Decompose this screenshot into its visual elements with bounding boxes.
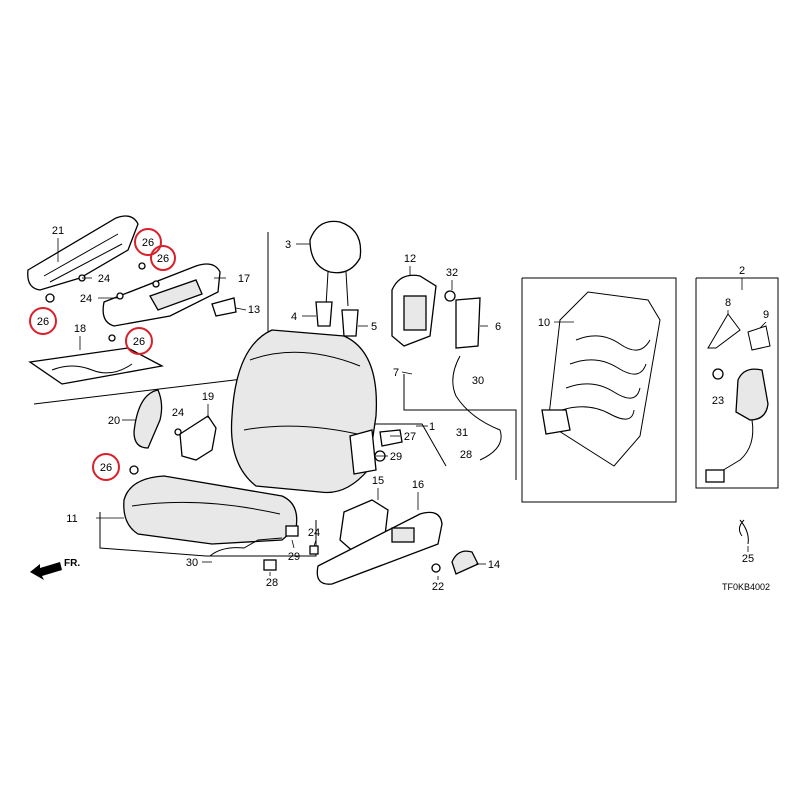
part-label[interactable]: 10 — [538, 317, 550, 329]
part-label[interactable]: 1 — [429, 421, 435, 433]
highlight-ring — [29, 307, 57, 335]
part-screw-22 — [431, 563, 441, 573]
border-cushion-group — [99, 512, 317, 557]
part-label[interactable]: 26 — [37, 316, 49, 328]
part-label[interactable]: 3 — [285, 239, 291, 251]
part-seat-frame — [541, 291, 661, 467]
part-label[interactable]: 4 — [291, 311, 297, 323]
part-bracket-19 — [179, 415, 217, 461]
part-label[interactable]: 14 — [488, 559, 500, 571]
border-back-group — [372, 423, 447, 467]
part-label[interactable]: 24 — [80, 293, 92, 305]
part-label[interactable]: 19 — [202, 391, 214, 403]
part-label[interactable]: 23 — [712, 395, 724, 407]
border-frame-group — [521, 277, 677, 503]
part-label[interactable]: 29 — [288, 551, 300, 563]
part-labels: 21 26 26 24 24 17 13 26 18 26 20 24 19 2… — [37, 225, 769, 593]
part-side-bolster — [391, 274, 437, 347]
part-label[interactable]: 22 — [432, 581, 444, 593]
part-label[interactable]: 5 — [371, 321, 377, 333]
part-label[interactable]: 27 — [404, 431, 416, 443]
part-label[interactable]: 30 — [472, 375, 484, 387]
part-label[interactable]: 28 — [266, 577, 278, 589]
part-label[interactable]: 18 — [74, 323, 86, 335]
border-harness-group — [403, 374, 517, 480]
part-label[interactable]: 30 — [186, 557, 198, 569]
highlight-ring — [125, 327, 153, 355]
part-label[interactable]: 6 — [495, 321, 501, 333]
part-label[interactable]: 25 — [742, 553, 754, 565]
part-label[interactable]: 17 — [238, 273, 250, 285]
part-side-airbag — [705, 368, 769, 483]
part-label[interactable]: 8 — [725, 297, 731, 309]
part-label[interactable]: 7 — [393, 367, 399, 379]
part-label[interactable]: 31 — [456, 427, 468, 439]
part-label[interactable]: 32 — [446, 267, 458, 279]
part-knob — [211, 297, 237, 317]
part-label[interactable]: 26 — [133, 336, 145, 348]
part-label[interactable]: 15 — [372, 475, 384, 487]
part-armrest-cover — [27, 215, 139, 291]
leader-lines — [57, 238, 767, 580]
part-headrest — [309, 220, 362, 307]
part-seat-back — [230, 329, 378, 494]
part-label[interactable]: 12 — [404, 253, 416, 265]
part-label[interactable]: 29 — [390, 451, 402, 463]
part-label[interactable]: 24 — [98, 273, 110, 285]
part-label[interactable]: 11 — [66, 513, 77, 525]
part-side-trim — [102, 263, 221, 327]
part-clip-25 — [738, 519, 749, 545]
part-label[interactable]: 26 — [157, 253, 169, 265]
part-label[interactable]: 21 — [52, 225, 64, 237]
part-label[interactable]: 20 — [108, 415, 120, 427]
part-label[interactable]: 26 — [142, 237, 154, 249]
highlight-rings — [29, 228, 176, 481]
diagram-ref-code: TF0KB4002 — [722, 582, 770, 592]
border-side-airbag-group — [695, 277, 779, 489]
part-label[interactable]: 28 — [460, 449, 472, 461]
part-label[interactable]: 24 — [172, 407, 184, 419]
part-seat-cushion — [123, 475, 298, 545]
part-label[interactable]: 16 — [412, 479, 424, 491]
part-side-cover — [316, 511, 443, 585]
part-knob-14 — [451, 550, 479, 575]
front-direction-arrow: FR. — [30, 558, 80, 580]
part-headrest-guides — [315, 301, 359, 337]
highlight-ring — [150, 245, 176, 271]
part-label[interactable]: 9 — [763, 309, 769, 321]
part-label[interactable]: 26 — [100, 462, 112, 474]
part-label[interactable]: 24 — [308, 527, 320, 539]
part-fasteners — [45, 262, 182, 475]
part-wire-harness — [452, 355, 502, 461]
direction-label: FR. — [64, 558, 80, 569]
part-pad — [28, 347, 164, 385]
part-label[interactable]: 2 — [739, 265, 745, 277]
part-module — [444, 290, 481, 349]
part-label[interactable]: 13 — [248, 304, 260, 316]
highlight-ring — [134, 228, 162, 256]
highlight-ring — [92, 453, 120, 481]
part-cover-20 — [133, 389, 163, 449]
